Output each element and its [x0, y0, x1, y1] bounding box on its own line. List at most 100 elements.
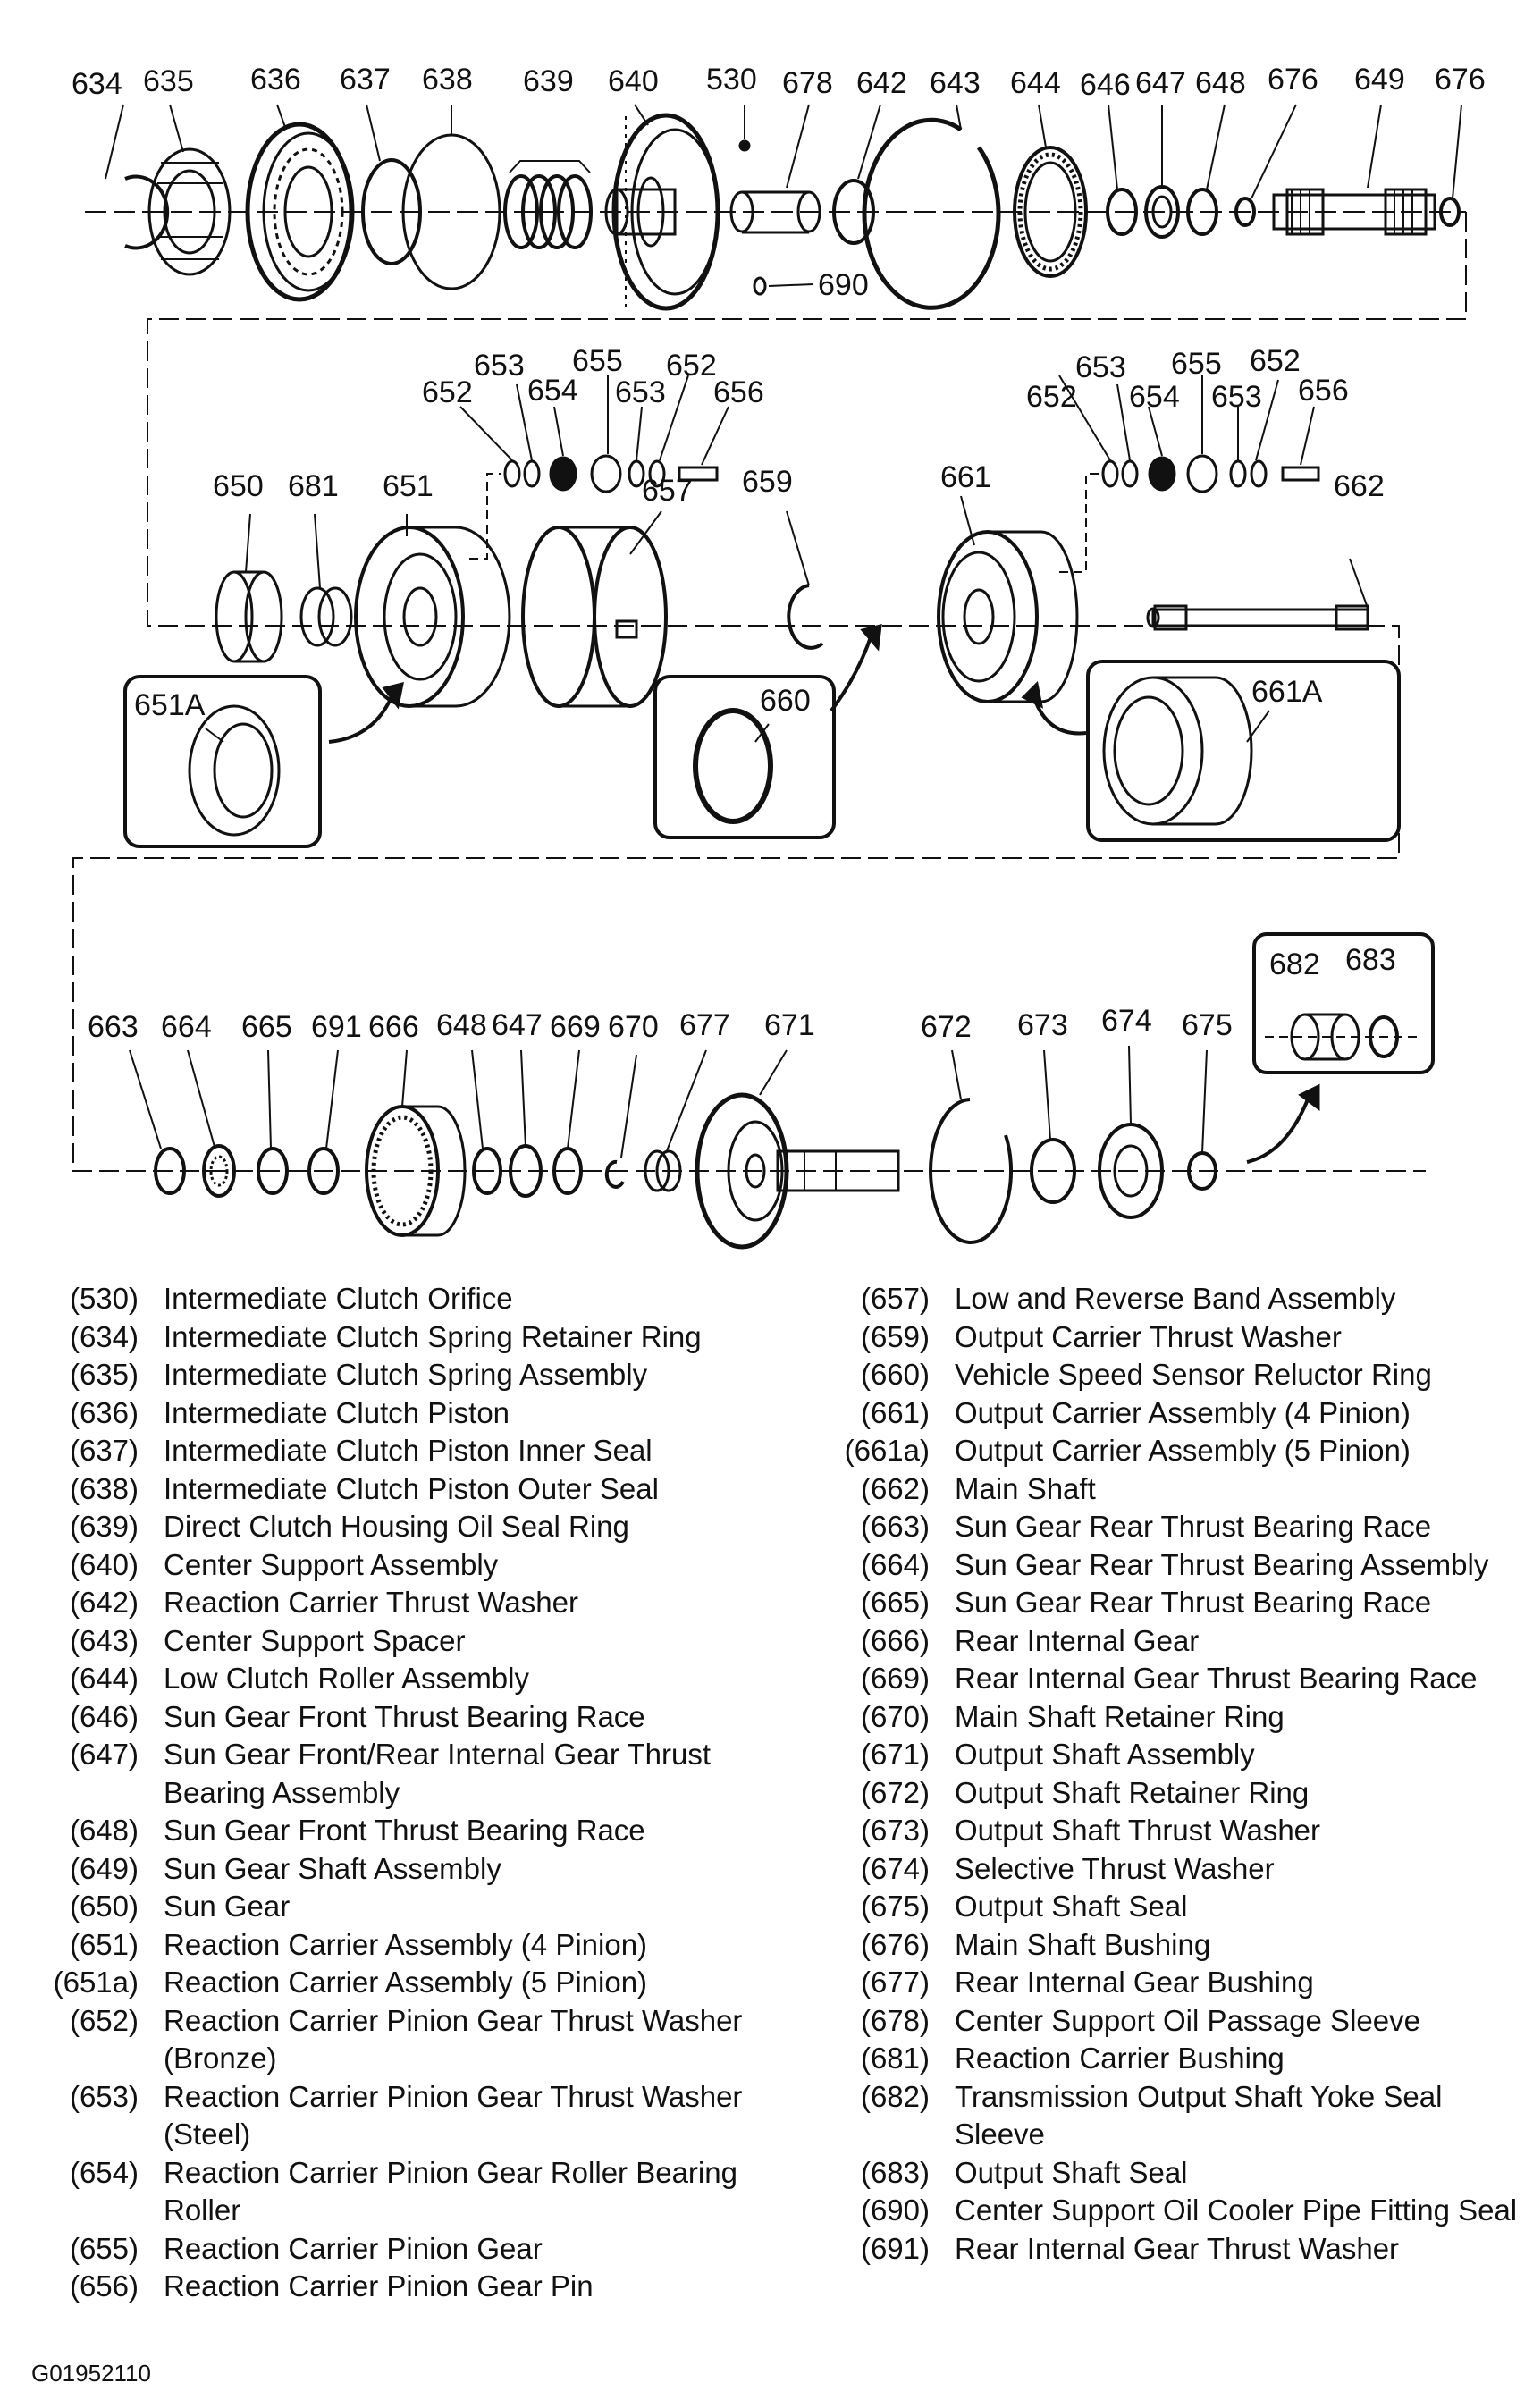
- callout-652: 652: [1026, 380, 1077, 414]
- part-678: [729, 190, 821, 234]
- legend-description: Sun Gear Front Thrust Bearing Race: [164, 1814, 645, 1847]
- legend-row: (661a)Output Carrier Assembly (5 Pinion): [818, 1432, 1524, 1470]
- part-649: [1272, 188, 1436, 236]
- legend-description: Sun Gear: [164, 1890, 291, 1923]
- callout-635: 635: [143, 64, 194, 98]
- callout-644: 644: [1010, 66, 1061, 100]
- callout-654: 654: [1129, 380, 1180, 414]
- callout-647: 647: [492, 1008, 543, 1042]
- callout-651: 651: [383, 469, 434, 503]
- legend-number: (636): [69, 1395, 139, 1429]
- callout-636: 636: [250, 63, 301, 97]
- legend-row: (654) Reaction Carrier Pinion Gear Roller…: [27, 2154, 796, 2230]
- legend-row: (636)Intermediate Clutch Piston: [27, 1394, 796, 1433]
- legend-row: (657)Low and Reverse Band Assembly: [818, 1280, 1524, 1318]
- callout-677: 677: [679, 1008, 730, 1042]
- callout-647: 647: [1135, 66, 1186, 100]
- legend-number: (634): [69, 1319, 139, 1353]
- legend-description: Rear Internal Gear Bushing: [955, 1966, 1314, 1999]
- callout-674: 674: [1101, 1004, 1152, 1038]
- row-3-parts: [129, 932, 1435, 1250]
- callout-653: 653: [615, 375, 666, 409]
- callout-650: 650: [213, 469, 264, 503]
- callout-675: 675: [1182, 1008, 1233, 1042]
- row-1-parts: [85, 104, 1466, 311]
- legend-description: Center Support Oil Passage Sleeve: [955, 2003, 1420, 2037]
- legend-row: (662)Main Shaft: [818, 1470, 1524, 1509]
- callout-652: 652: [1250, 344, 1301, 378]
- legend-number: (682): [860, 2079, 930, 2113]
- callout-671: 671: [764, 1008, 815, 1042]
- legend-number: (671): [860, 1738, 930, 1771]
- legend-description: Rear Internal Gear: [955, 1623, 1200, 1657]
- legend-row: (673) Output Shaft Thrust Washer: [818, 1812, 1524, 1850]
- legend-description: Output Shaft Thrust Washer: [955, 1814, 1321, 1847]
- legend-number: (660): [860, 1358, 930, 1391]
- legend-row: (663)Sun Gear Rear Thrust Bearing Race: [818, 1508, 1524, 1546]
- callout-653: 653: [1075, 350, 1126, 384]
- legend-number: (673): [860, 1814, 930, 1847]
- callout-682: 682: [1269, 947, 1320, 981]
- legend-number: (683): [860, 2155, 930, 2189]
- callout-637: 637: [340, 63, 391, 97]
- legend-description: Intermediate Clutch Piston Inner Seal: [164, 1434, 653, 1467]
- legend-description: Reaction Carrier Pinion Gear Thrust Wash…: [164, 2003, 743, 2075]
- legend-row: (651a)Reaction Carrier Assembly (5 Pinio…: [27, 1964, 796, 2002]
- figure-id: G01952110: [31, 2360, 151, 2387]
- legend-description: Output Shaft Seal: [955, 2155, 1188, 2189]
- callout-640: 640: [608, 64, 659, 98]
- callout-666: 666: [368, 1010, 419, 1044]
- legend-description: Main Shaft Retainer Ring: [955, 1699, 1285, 1733]
- legend-number: (672): [860, 1775, 930, 1809]
- callout-660: 660: [760, 684, 811, 718]
- legend-number: (657): [860, 1282, 930, 1315]
- callout-655: 655: [572, 344, 623, 378]
- legend-right: (657)Low and Reverse Band Assembly(659)O…: [818, 1280, 1524, 2268]
- legend-row: (638)Intermediate Clutch Piston Outer Se…: [27, 1470, 796, 1509]
- legend-left: (530)Intermediate Clutch Orifice(634)Int…: [27, 1280, 796, 2306]
- callout-656: 656: [1298, 374, 1349, 408]
- legend-row: (653)Reaction Carrier Pinion Gear Thrust…: [27, 2078, 796, 2154]
- legend-number: (674): [860, 1851, 930, 1885]
- callout-691: 691: [311, 1010, 362, 1044]
- callout-683: 683: [1345, 943, 1396, 977]
- callout-530: 530: [706, 63, 757, 97]
- legend-row: (690)Center Support Oil Cooler Pipe Fitt…: [818, 2192, 1524, 2230]
- legend-row: (681)Reaction Carrier Bushing: [818, 2040, 1524, 2078]
- legend-number: (678): [860, 2003, 930, 2037]
- pinion-kit-right: [1101, 454, 1320, 493]
- legend-description: Output Carrier Thrust Washer: [955, 1319, 1342, 1353]
- legend-row: (643)Center Support Spacer: [27, 1622, 796, 1661]
- legend-number: (530): [69, 1282, 139, 1315]
- inset-661A: [1021, 660, 1401, 842]
- legend-row: (530) Intermediate Clutch Orifice: [27, 1280, 796, 1318]
- callout-669: 669: [550, 1010, 601, 1044]
- legend-number: (681): [860, 2042, 930, 2075]
- legend-row: (635)Intermediate Clutch Spring Assembly: [27, 1356, 796, 1394]
- part-650: [215, 570, 283, 663]
- legend-number: (654): [69, 2155, 139, 2189]
- legend-description: Reaction Carrier Thrust Washer: [164, 1586, 578, 1619]
- callout-670: 670: [608, 1010, 659, 1044]
- legend-row: (646)Sun Gear Front Thrust Bearing Race: [27, 1698, 796, 1737]
- legend-description: Intermediate Clutch Orifice: [164, 1282, 513, 1315]
- legend-row: (682)Transmission Output Shaft Yoke Seal…: [818, 2078, 1524, 2154]
- callout-648: 648: [436, 1008, 487, 1042]
- callout-662: 662: [1334, 469, 1385, 503]
- legend-row: (660)Vehicle Speed Sensor Reluctor Ring: [818, 1356, 1524, 1394]
- callout-673: 673: [1017, 1008, 1068, 1042]
- callout-681: 681: [288, 469, 339, 503]
- legend-number: (653): [69, 2079, 139, 2113]
- legend-description: Reaction Carrier Pinion Gear Roller Bear…: [164, 2155, 737, 2227]
- legend-row: (634)Intermediate Clutch Spring Retainer…: [27, 1318, 796, 1357]
- legend-number: (663): [860, 1510, 930, 1543]
- legend-description: Output Carrier Assembly (5 Pinion): [955, 1434, 1411, 1467]
- callout-648: 648: [1195, 66, 1246, 100]
- callout-664: 664: [161, 1010, 212, 1044]
- legend-number: (676): [860, 1927, 930, 1961]
- callout-665: 665: [241, 1010, 292, 1044]
- legend-number: (656): [69, 2269, 139, 2303]
- legend-row: (656)Reaction Carrier Pinion Gear Pin: [27, 2268, 796, 2306]
- legend-row: (649)Sun Gear Shaft Assembly: [27, 1850, 796, 1889]
- callout-678: 678: [782, 66, 833, 100]
